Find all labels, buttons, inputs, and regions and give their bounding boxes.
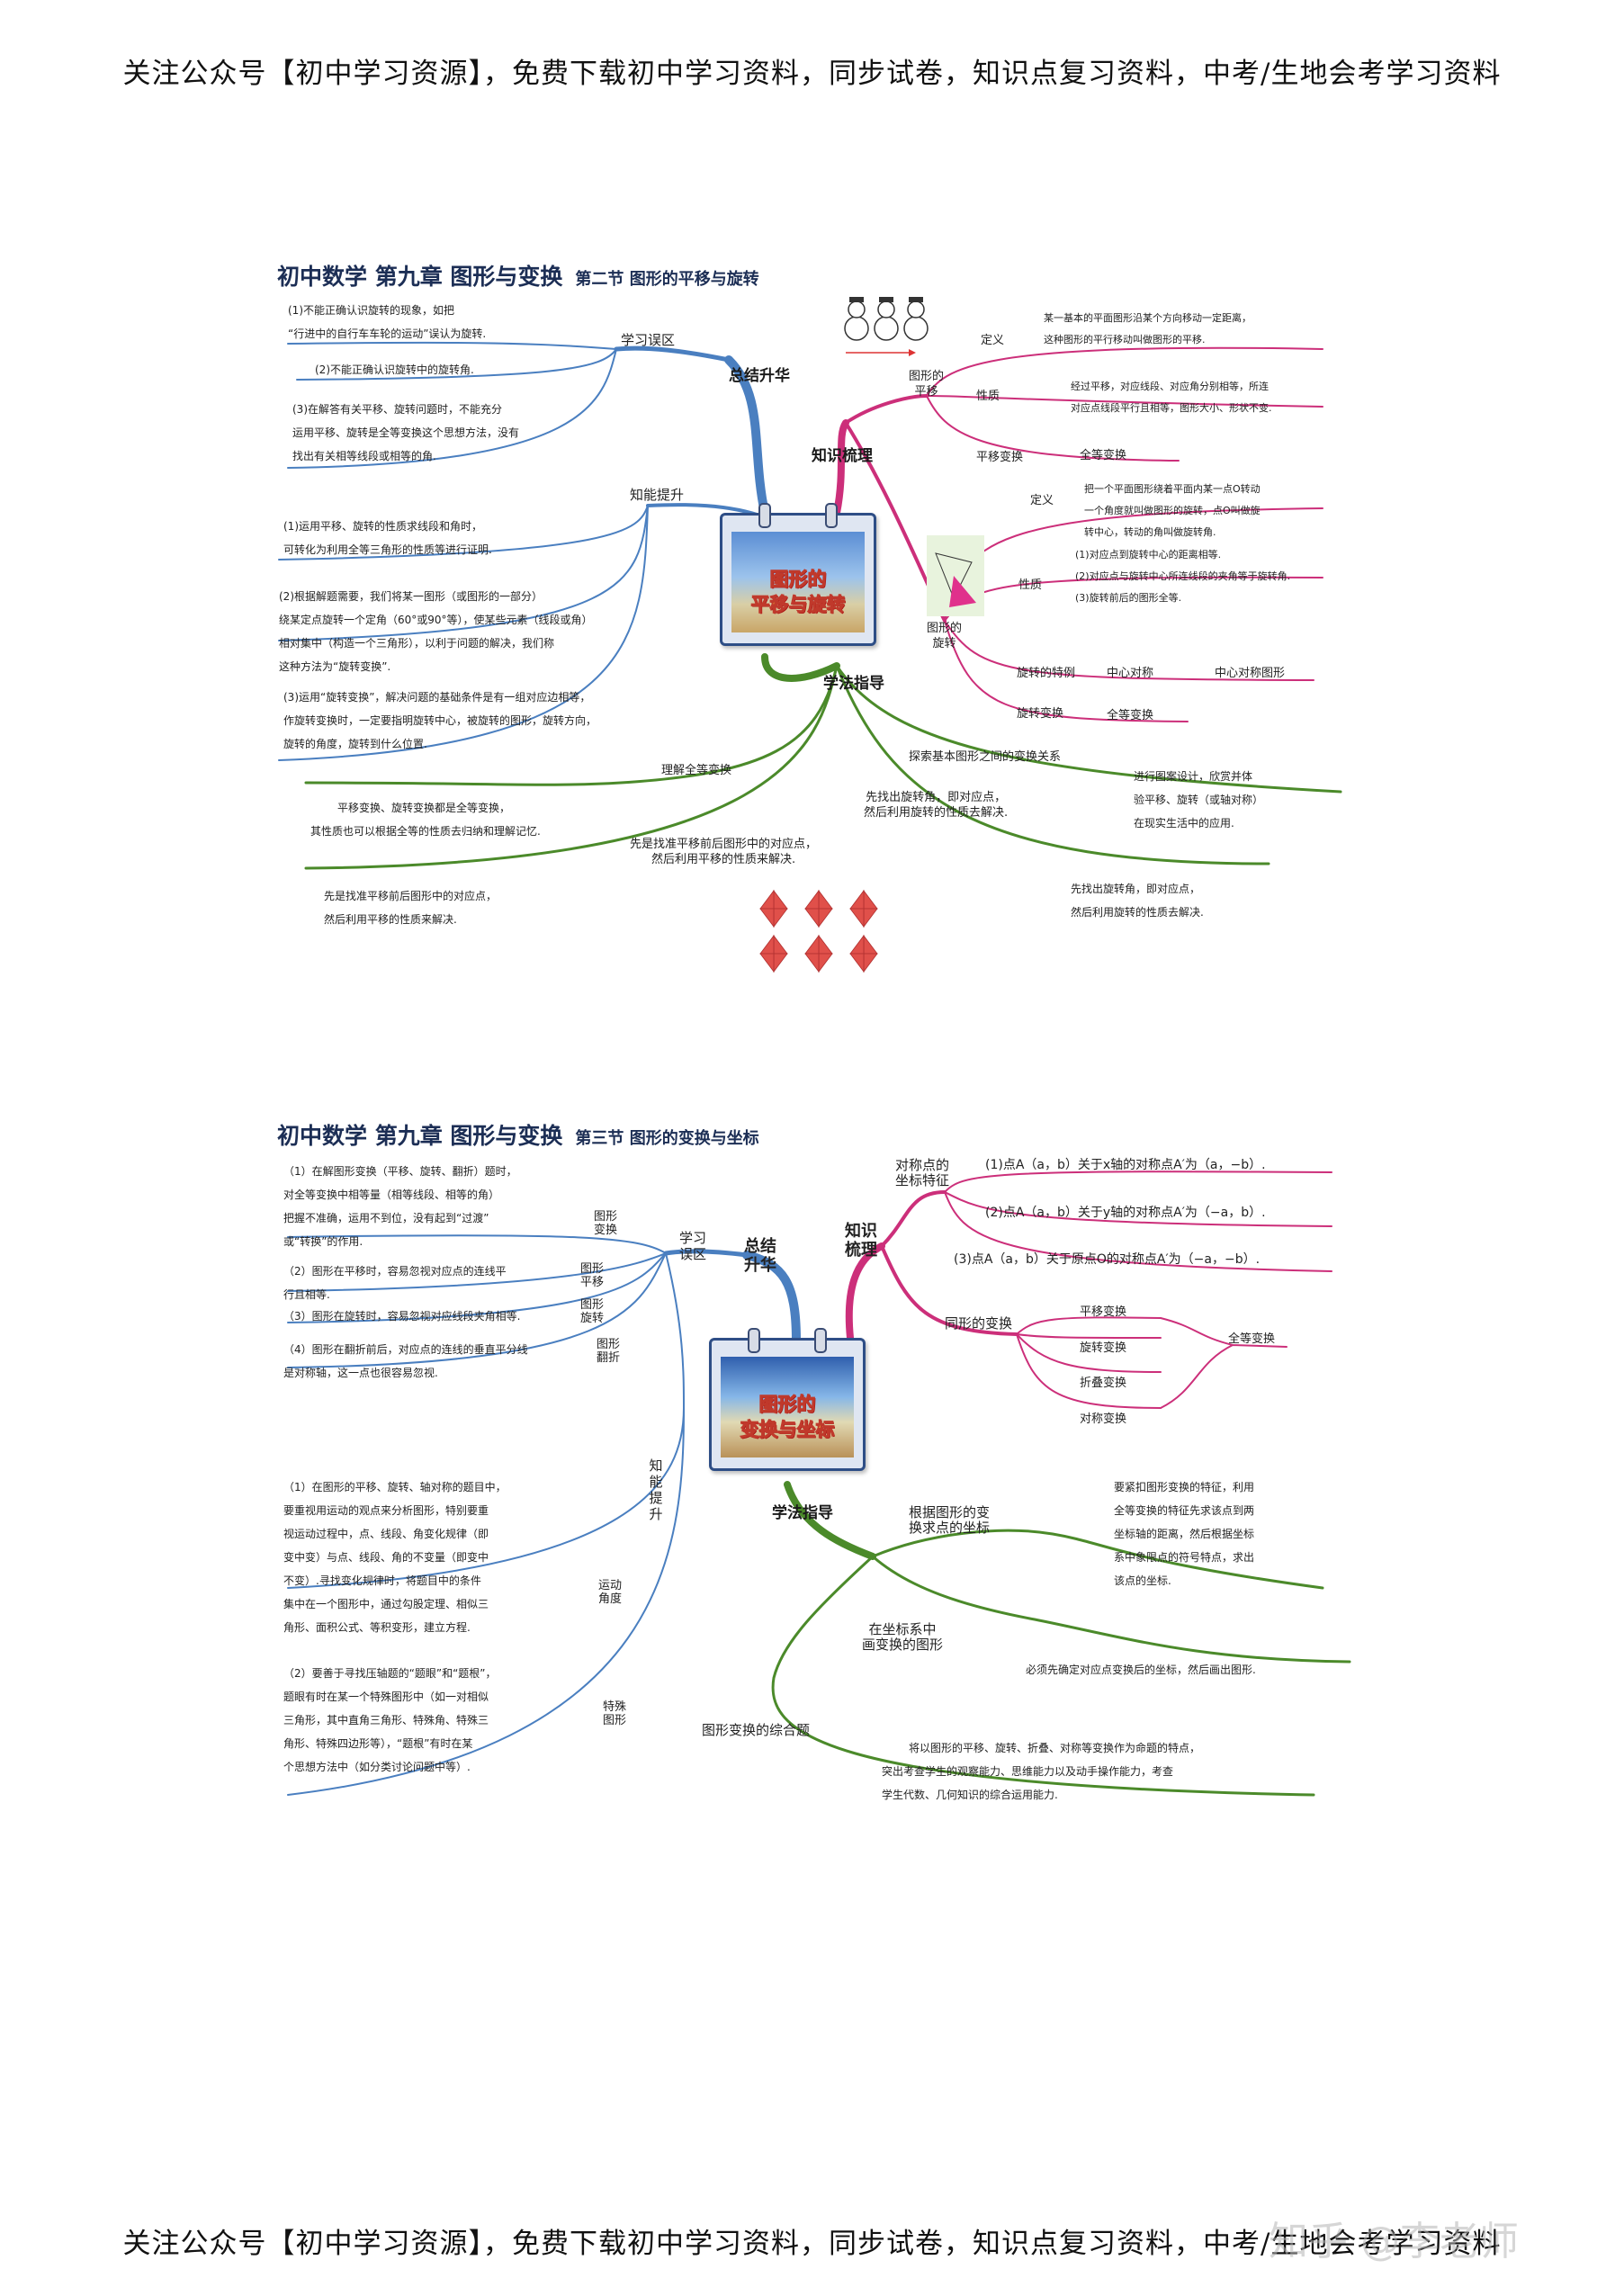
map2-method-2: 必须先确定对应点变换后的坐标，然后画出图形.	[1026, 1664, 1256, 1676]
map1-mistake-3: (3)在解答有关平移、旋转问题时，不能充分运用平移、旋转是全等变换这个思想方法，…	[292, 403, 520, 462]
map1-translation-def-label: 定义	[981, 334, 1005, 347]
map1-method-4-label: 先找出旋转角，即对应点，然后利用旋转的性质去解决.	[864, 791, 1009, 820]
map1-rotation-prop-label: 性质	[1018, 578, 1043, 592]
pinwheel-pattern-image	[759, 889, 878, 973]
map2-ability-2: （2）要善于寻找压轴题的“题眼”和“题根”，题眼有时在某一个特殊图形中（如一对相…	[283, 1667, 497, 1773]
map1-title: 初中数学 第九章 图形与变换第二节 图形的平移与旋转	[277, 259, 759, 291]
map1-method-2-label: 先是找准平移前后图形中的对应点，然后利用平移的性质来解决.	[630, 838, 818, 866]
map1-rotation-special-label: 旋转的特例	[1017, 667, 1076, 680]
map2-ability-1: （1）在图形的平移、旋转、轴对称的题目中，要重视用运动的观点来分析图形，特别要重…	[283, 1481, 507, 1634]
map2-method-1: 要紧扣图形变换的特征，利用全等变换的特征先求该点到两坐标轴的距离，然后根据坐标系…	[1114, 1481, 1255, 1587]
map1-method-4: 先找出旋转角，即对应点，然后利用旋转的性质去解决.	[1071, 883, 1204, 919]
map1-center-image: 图形的 平移与旋转	[720, 503, 876, 646]
map1-branch-summary: 总结升华	[729, 367, 790, 385]
map2-title-text: 初中数学 第九章 图形与变换	[277, 1123, 563, 1149]
map1-trunk-knowledge	[833, 419, 849, 516]
map2-mistake-1: （1）在解图形变换（平移、旋转、翻折）题时，对全等变换中相等量（相等线段、相等的…	[283, 1165, 517, 1248]
map1-branch-method: 学法指导	[823, 675, 884, 693]
map2-title: 初中数学 第九章 图形与变换第三节 图形的变换与坐标	[277, 1118, 759, 1151]
map1-mistake-2: (2)不能正确认识旋转中的旋转角.	[315, 363, 474, 376]
map2-branch-method: 学法指导	[772, 1504, 833, 1522]
map1-translation-trans-label: 平移变换	[976, 451, 1024, 464]
map2-mistake-2-cat: 图形平移	[579, 1262, 604, 1289]
map2-center-line1: 图形的	[758, 1394, 816, 1416]
map1-ability-label: 知能提升	[630, 487, 685, 503]
map2-same-item-1: 平移变换	[1080, 1305, 1127, 1319]
map1-method-1-label: 理解全等变换	[661, 764, 732, 777]
map1-trunk-method	[761, 653, 840, 682]
map1-section: 第二节 图形的平移与旋转	[575, 270, 759, 289]
footer-banner: 关注公众号【初中学习资源】，免费下载初中学习资料，同步试卷，知识点复习资料，中考…	[122, 2228, 1502, 2260]
map2-method-3: 将以图形的平移、旋转、折叠、对称等变换作为命题的特点，突出考查学生的观察能力、思…	[882, 1742, 1201, 1801]
rotation-triangle-image	[927, 535, 984, 616]
map2-symmetry-3: (3)点A（a，b）关于原点O的对称点A′为（−a，−b）.	[954, 1252, 1261, 1267]
map2-trunk-knowledge	[845, 1242, 885, 1341]
map1-translation-label: 图形的平移	[909, 370, 945, 399]
map1-mistake-1: (1)不能正确认识旋转的现象，如把“行进中的自行车车轮的运动”误认为旋转.	[288, 304, 487, 340]
map2-method-2-label: 在坐标系中画变换的图形	[862, 1621, 944, 1653]
map2-mistake-4: （4）图形在翻折前后，对应点的连线的垂直平分线是对称轴，这一点也很容易忽视.	[283, 1343, 528, 1379]
map2-trunk-method	[784, 1481, 876, 1560]
map1-method-1: 平移变换、旋转变换都是全等变换，其性质也可以根据全等的性质去归纳和理解记忆.	[310, 802, 541, 838]
map1-rotation-def: 把一个平面图形绕着平面内某一点O转动一个角度就叫做图形的旋转，点O叫做旋转中心，…	[1084, 483, 1261, 538]
map2-ability-2-cat: 特殊图形	[602, 1700, 626, 1727]
map1-rotation-special2: 中心对称图形	[1215, 667, 1286, 680]
map1-ability-1: (1)运用平移、旋转的性质求线段和角时，可转化为利用全等三角形的性质等进行证明.	[283, 520, 492, 556]
map2-mistake-3-cat: 图形旋转	[579, 1298, 604, 1325]
map2-branch-knowledge: 知识梳理	[845, 1222, 877, 1260]
map2-symmetry-2: (2)点A（a，b）关于y轴的对称点A′为（−a，b）.	[985, 1206, 1266, 1220]
map1-ability-2: (2)根据解题需要，我们将某一图形（或图形的一部分）绕某定点旋转一个定角（60°…	[279, 590, 593, 673]
map1-title-text: 初中数学 第九章 图形与变换	[277, 264, 563, 290]
map1-method-3: 进行图案设计，欣赏并体验平移、旋转（或轴对称）在现实生活中的应用.	[1134, 770, 1264, 830]
map1-translation-def: 某一基本的平面图形沿某个方向移动一定距离，这种图形的平行移动叫做图形的平移.	[1044, 312, 1252, 345]
map2-same-item-2: 旋转变换	[1080, 1341, 1127, 1355]
map2-method-3-label: 图形变换的综合题	[702, 1722, 811, 1738]
map1-rotation-props: (1)对应点到旋转中心的距离相等.(2)对应点与旋转中心所连线段的夹角等于旋转角…	[1075, 549, 1291, 604]
map1-rotation-label: 图形的旋转	[927, 622, 963, 650]
map2-same-item-3: 折叠变换	[1080, 1377, 1127, 1390]
map2-mistake-1-cat: 图形变换	[593, 1210, 617, 1237]
map1-branch-knowledge: 知识梳理	[812, 447, 873, 465]
map1-translation-trans: 全等变换	[1080, 449, 1127, 462]
mindmap-translation-rotation: 初中数学 第九章 图形与变换第二节 图形的平移与旋转	[261, 243, 1363, 1003]
map2-same-label: 同形的变换	[945, 1315, 1013, 1332]
map1-translation-prop: 经过平移，对应线段、对应角分别相等，所连对应点线段平行且相等，图形大小、形状不变…	[1071, 381, 1272, 414]
mindmap-transform-coordinates: 初中数学 第九章 图形与变换第三节 图形的变换与坐标	[261, 1102, 1363, 1840]
map2-ability-1-cat: 运动角度	[597, 1579, 622, 1606]
map1-translation-prop-label: 性质	[976, 390, 1000, 403]
map1-rotation-trans-label: 旋转变换	[1017, 707, 1064, 721]
snowmen-image	[844, 297, 929, 356]
map2-center-line2: 变换与坐标	[740, 1419, 835, 1441]
map2-method-1-label: 根据图形的变换求点的坐标	[909, 1504, 991, 1536]
map2-mistake-4-cat: 图形翻折	[596, 1338, 620, 1365]
map1-rotation-special: 中心对称	[1107, 667, 1154, 680]
map2-symmetry-1: (1)点A（a，b）关于x轴的对称点A′为（a，−b）.	[985, 1158, 1266, 1172]
map2-center-image: 图形的 变换与坐标	[709, 1328, 866, 1471]
map2-branch-summary: 总结升华	[744, 1237, 776, 1275]
map1-rotation-trans: 全等变换	[1107, 709, 1154, 722]
map2-ability-label: 知能提升	[649, 1457, 663, 1522]
map2-same-result: 全等变换	[1228, 1332, 1276, 1346]
header-banner: 关注公众号【初中学习资源】，免费下载初中学习资料，同步试卷，知识点复习资料，中考…	[122, 58, 1502, 90]
map2-section: 第三节 图形的变换与坐标	[575, 1129, 759, 1148]
map2-same-item-4: 对称变换	[1080, 1413, 1127, 1426]
map2-trunk-summary	[742, 1251, 801, 1345]
map2-mistake-2: （2）图形在平移时，容易忽视对应点的连线平行且相等.	[283, 1265, 507, 1301]
map2-mistakes-label: 学习误区	[678, 1230, 706, 1262]
map2-branch-lines	[287, 1170, 1351, 1797]
map1-mistakes-label: 学习误区	[621, 332, 676, 348]
map2-symmetry-label: 对称点的坐标特征	[895, 1157, 950, 1188]
watermark: 知乎 @李老师	[1269, 2219, 1519, 2265]
map1-center-line2: 平移与旋转	[750, 594, 846, 616]
map1-method-2: 先是找准平移前后图形中的对应点，然后利用平移的性质来解决.	[324, 890, 498, 926]
map2-mistake-3: （3）图形在旋转时，容易忽视对应线段夹角相等.	[283, 1310, 521, 1323]
map1-trunk-summary	[724, 355, 769, 517]
map1-ability-3: (3)运用“旋转变换”，解决问题的基础条件是有一组对应边相等，作旋转变换时，一定…	[283, 691, 597, 750]
map1-center-line1: 图形的	[769, 569, 827, 591]
map1-branch-lines	[278, 341, 1342, 870]
map1-rotation-def-label: 定义	[1030, 494, 1054, 507]
map1-method-3-label: 探索基本图形之间的变换关系	[909, 750, 1062, 764]
